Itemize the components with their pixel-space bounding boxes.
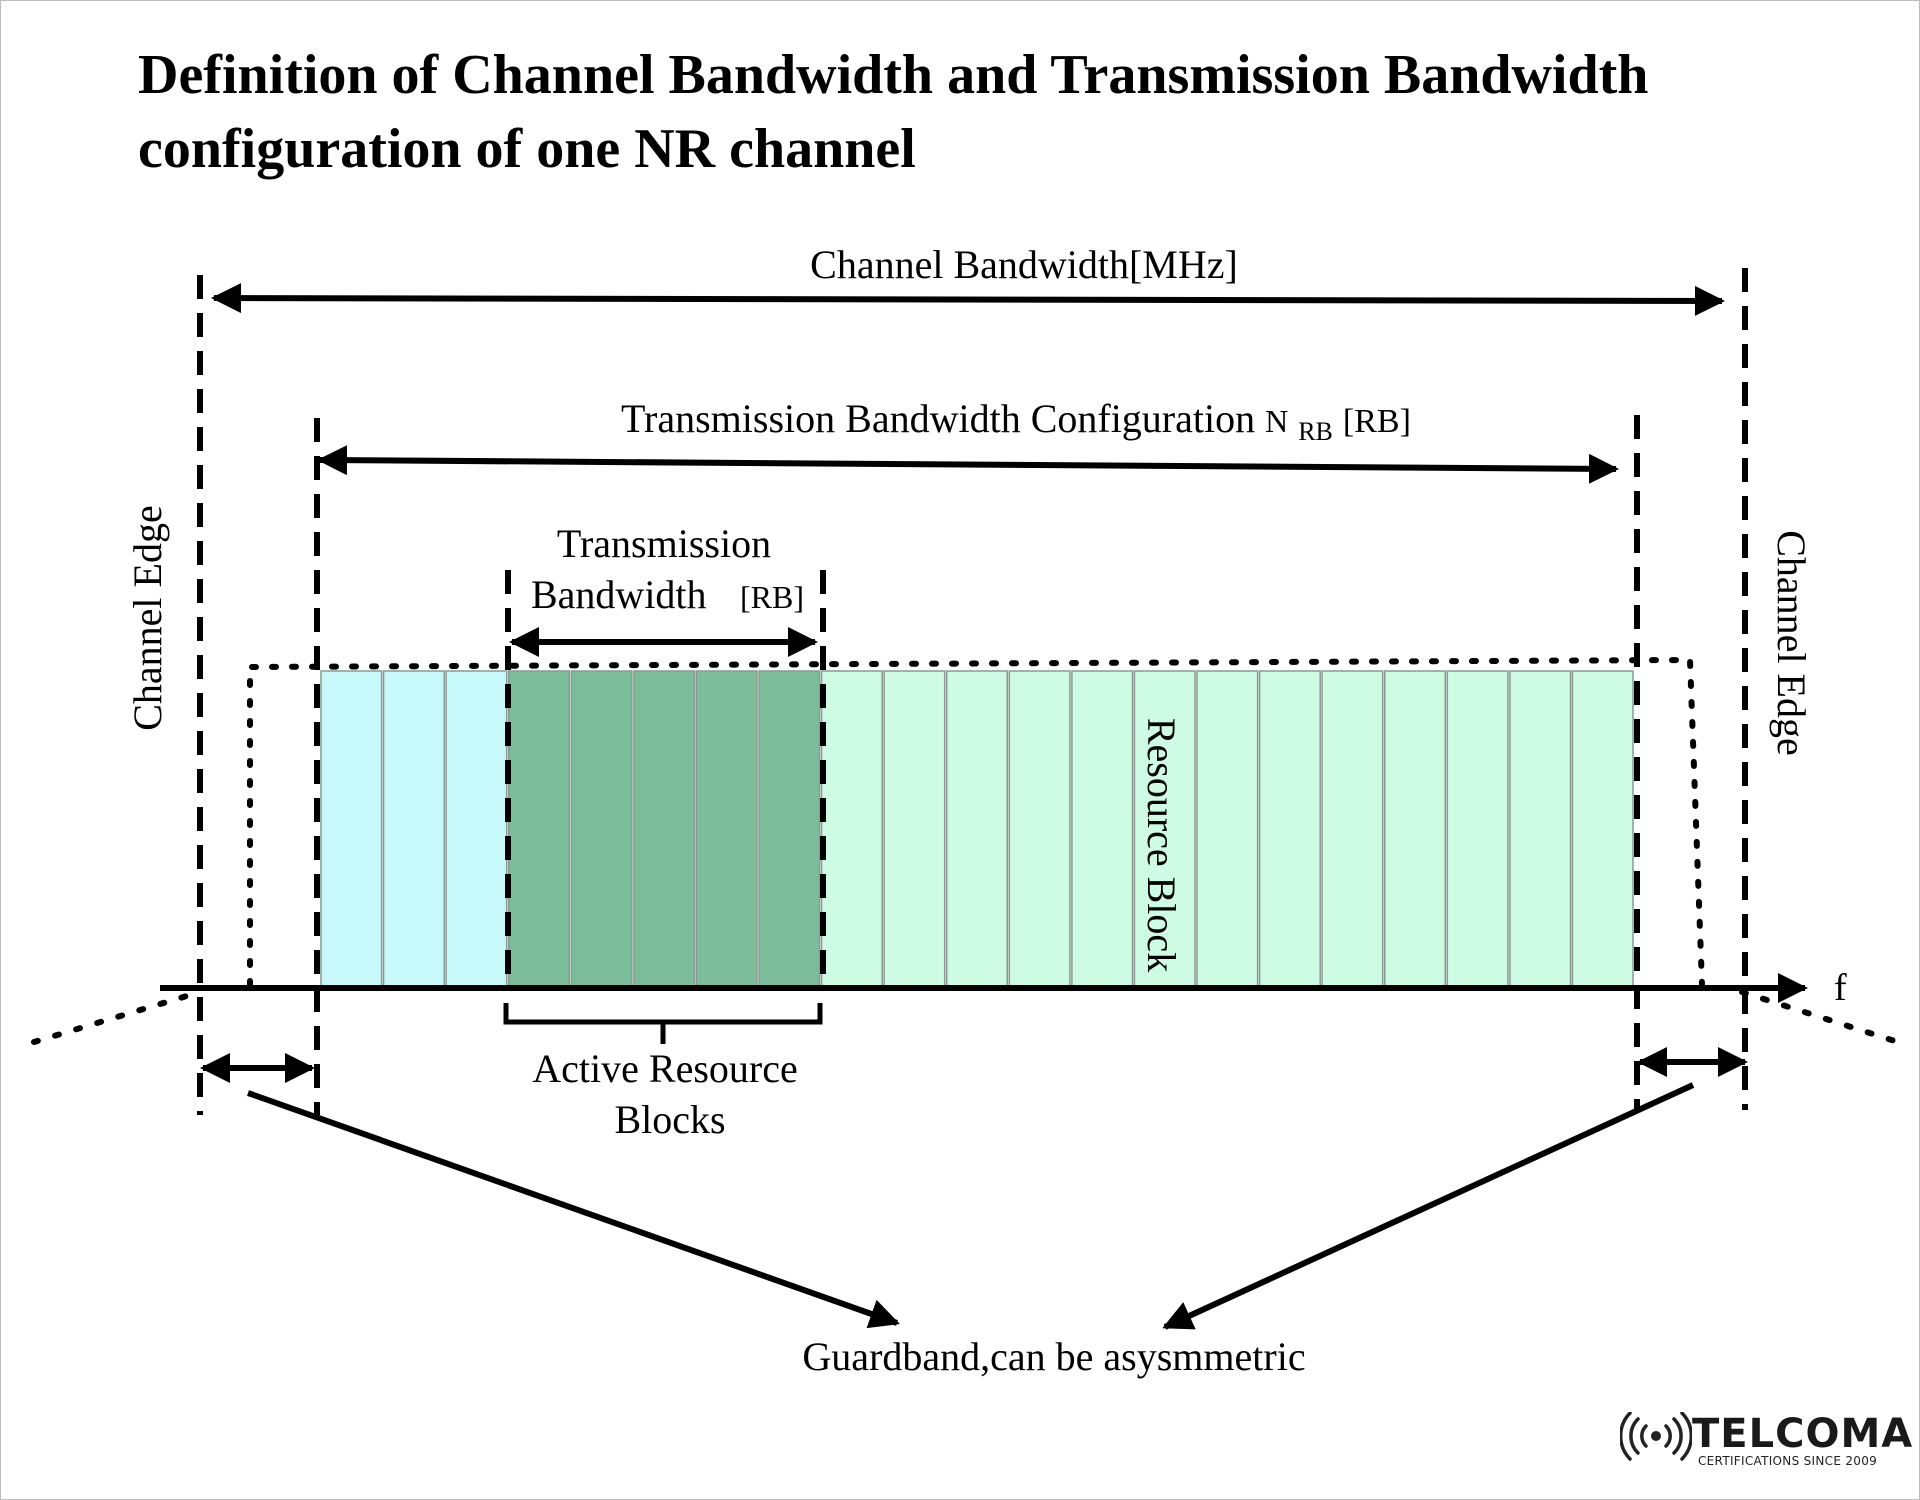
channel-edge-left-label: Channel Edge (125, 505, 170, 731)
active-resource-block (695, 670, 758, 987)
guardband-label: Guardband,can be asysmmetric (802, 1334, 1305, 1379)
resource-block (320, 670, 383, 987)
resource-block (382, 670, 445, 987)
active-resource-blocks-brace (503, 1003, 823, 1044)
title-line-1: Definition of Channel Bandwidth and Tran… (138, 44, 1649, 106)
spectrum-tail-right (1739, 989, 1907, 1047)
title-line-2: configuration of one NR channel (138, 118, 916, 180)
guardband-pointer-left (246, 1090, 900, 1329)
active-rb-label-line-1: Active Resource (532, 1046, 797, 1091)
resource-block-label: Resource Block (1139, 718, 1184, 972)
resource-block (945, 670, 1009, 987)
tbc-label-symbol: N (1265, 403, 1288, 439)
broadcast-signal-icon (1620, 1412, 1692, 1461)
tb-label-line-2: Bandwidth (531, 572, 707, 617)
spectrum-tail-left (31, 989, 203, 1045)
logo-tagline: CERTIFICATIONS SINCE 2009 (1698, 1454, 1878, 1468)
resource-block (1321, 670, 1384, 987)
tbc-arrow (317, 445, 1619, 484)
telcoma-logo: TELCOMA CERTIFICATIONS SINCE 2009 (1620, 1412, 1912, 1472)
active-resource-block (633, 670, 696, 987)
active-resource-block (758, 670, 821, 987)
tb-label-line-1: Transmission (557, 521, 771, 566)
resource-block (1509, 670, 1572, 987)
resource-block (1383, 670, 1447, 987)
resource-block (820, 670, 883, 987)
tbc-label-subscript: RB (1298, 417, 1333, 446)
active-resource-block (507, 670, 571, 987)
resource-block (445, 670, 508, 987)
tbc-label-unit: [RB] (1343, 403, 1411, 440)
frequency-axis-label: f (1834, 967, 1847, 1009)
resource-block (883, 670, 946, 987)
diagram-title: Definition of Channel Bandwidth and Tran… (138, 38, 1898, 186)
resource-block (1571, 670, 1634, 987)
tb-label-unit: [RB] (740, 579, 804, 615)
resource-block-grid (320, 670, 1634, 987)
tbc-label-main: Transmission Bandwidth Configuration (621, 396, 1265, 441)
active-resource-block (570, 670, 633, 987)
resource-block (1196, 670, 1259, 987)
resource-block (1071, 670, 1134, 987)
resource-block (1446, 670, 1509, 987)
tbc-label: Transmission Bandwidth Configuration N R… (621, 396, 1411, 449)
active-rb-label-line-2: Blocks (614, 1097, 725, 1142)
channel-bandwidth-label: Channel Bandwidth[MHz] (810, 242, 1238, 287)
resource-block (1258, 670, 1321, 987)
logo-name: TELCOMA (1692, 1411, 1914, 1457)
spectrum-mask-outline (247, 656, 1705, 988)
channel-bandwidth-arrow (211, 283, 1725, 316)
resource-block (1008, 670, 1071, 987)
guardband-pointer-right (1162, 1082, 1695, 1330)
resource-block (1133, 670, 1196, 987)
channel-edge-right-label: Channel Edge (1769, 530, 1814, 756)
